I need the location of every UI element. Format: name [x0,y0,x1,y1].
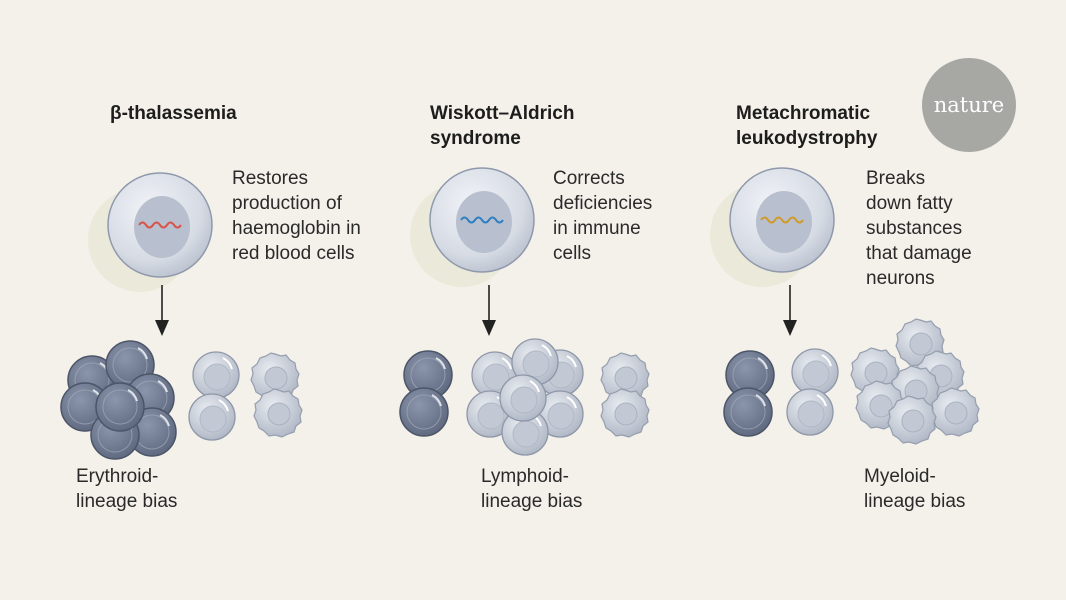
myeloid-cell [253,388,303,438]
label-line: lineage bias [76,491,178,512]
desc-line: Breaks [866,168,926,189]
lymphoid-cell [499,374,547,422]
desc-line: in immune [553,218,641,239]
erythroid-cell [399,387,449,437]
panel-3-lineage-label: Myeloid- lineage bias [864,464,965,514]
nature-logo: nature [922,58,1016,152]
panel-1-lineage-label: Erythroid- lineage bias [76,464,177,514]
label-line: Erythroid- [76,466,159,487]
panel-3-title: Metachromatic leukodystrophy [736,101,877,151]
desc-line: Restores [232,168,309,189]
arrow-head [783,320,797,336]
panel-1-title: β-thalassemia [110,103,237,124]
lymphoid-cell [192,351,240,399]
label-line: Lymphoid- [481,466,570,487]
label-line: lineage bias [481,491,583,512]
title-line: Wiskott–Aldrich [430,103,575,124]
lymphoid-cell [786,388,834,436]
title-line: leukodystrophy [736,128,878,149]
title-line: Metachromatic [736,103,871,124]
label-line: lineage bias [864,491,966,512]
desc-line: down fatty [866,193,953,214]
desc-line: deficiencies [553,193,653,214]
lymphoid-cell [791,348,839,396]
label-line: Myeloid- [864,466,936,487]
myeloid-cell [600,388,650,438]
arrow-head [155,320,169,336]
gene-wave [760,216,804,224]
desc-line: cells [553,243,592,264]
panel-3-description: Breaks down fatty substances that damage… [866,166,972,291]
desc-line: haemoglobin in [232,218,361,239]
erythroid-cell [723,387,773,437]
desc-line: that damage [866,243,972,264]
panel-2-lineage-label: Lymphoid- lineage bias [481,464,582,514]
panel-2-title: Wiskott–Aldrich syndrome [430,101,574,151]
desc-line: neurons [866,268,935,289]
erythroid-cell [95,382,145,432]
panel-1-description: Restores production of haemoglobin in re… [232,166,361,266]
desc-line: substances [866,218,963,239]
gene-wave [138,221,182,229]
gene-wave [460,216,504,224]
lymphoid-cell [188,393,236,441]
title-line: syndrome [430,128,521,149]
arrow-head [482,320,496,336]
desc-line: production of [232,193,342,214]
desc-line: red blood cells [232,243,355,264]
desc-line: Corrects [553,168,625,189]
panel-2-description: Corrects deficiencies in immune cells [553,166,652,266]
